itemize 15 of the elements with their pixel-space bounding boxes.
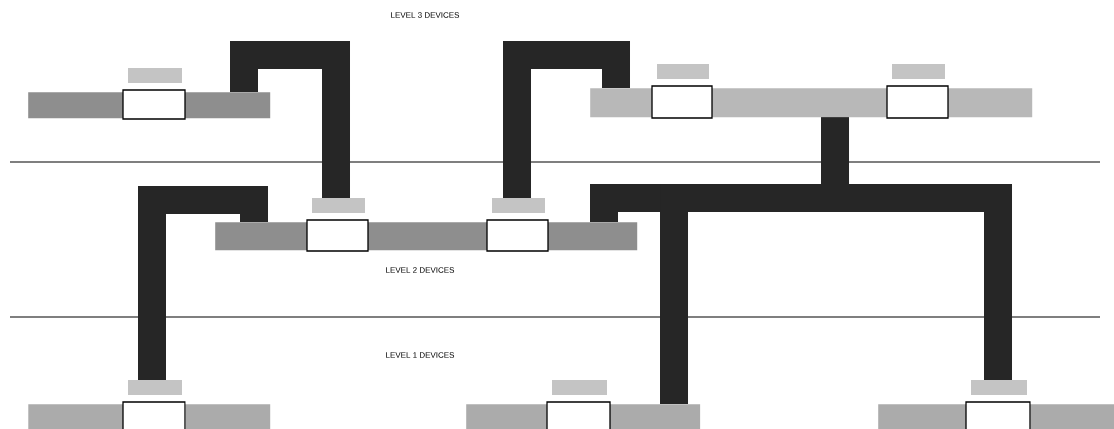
device-box [122,68,186,120]
device-box [546,380,611,429]
connector [503,41,630,198]
device-box [306,198,369,252]
level-label: LEVEL 3 DEVICES [391,12,460,18]
level-label: LEVEL 1 DEVICES [386,352,455,358]
connector [821,117,1012,380]
connector [138,186,268,380]
device-box [651,64,713,119]
device-box [122,380,186,429]
level-label: LEVEL 2 DEVICES [386,267,455,273]
device-box [486,198,549,252]
device-box [965,380,1031,429]
connector [230,41,350,198]
device-box [886,64,949,119]
